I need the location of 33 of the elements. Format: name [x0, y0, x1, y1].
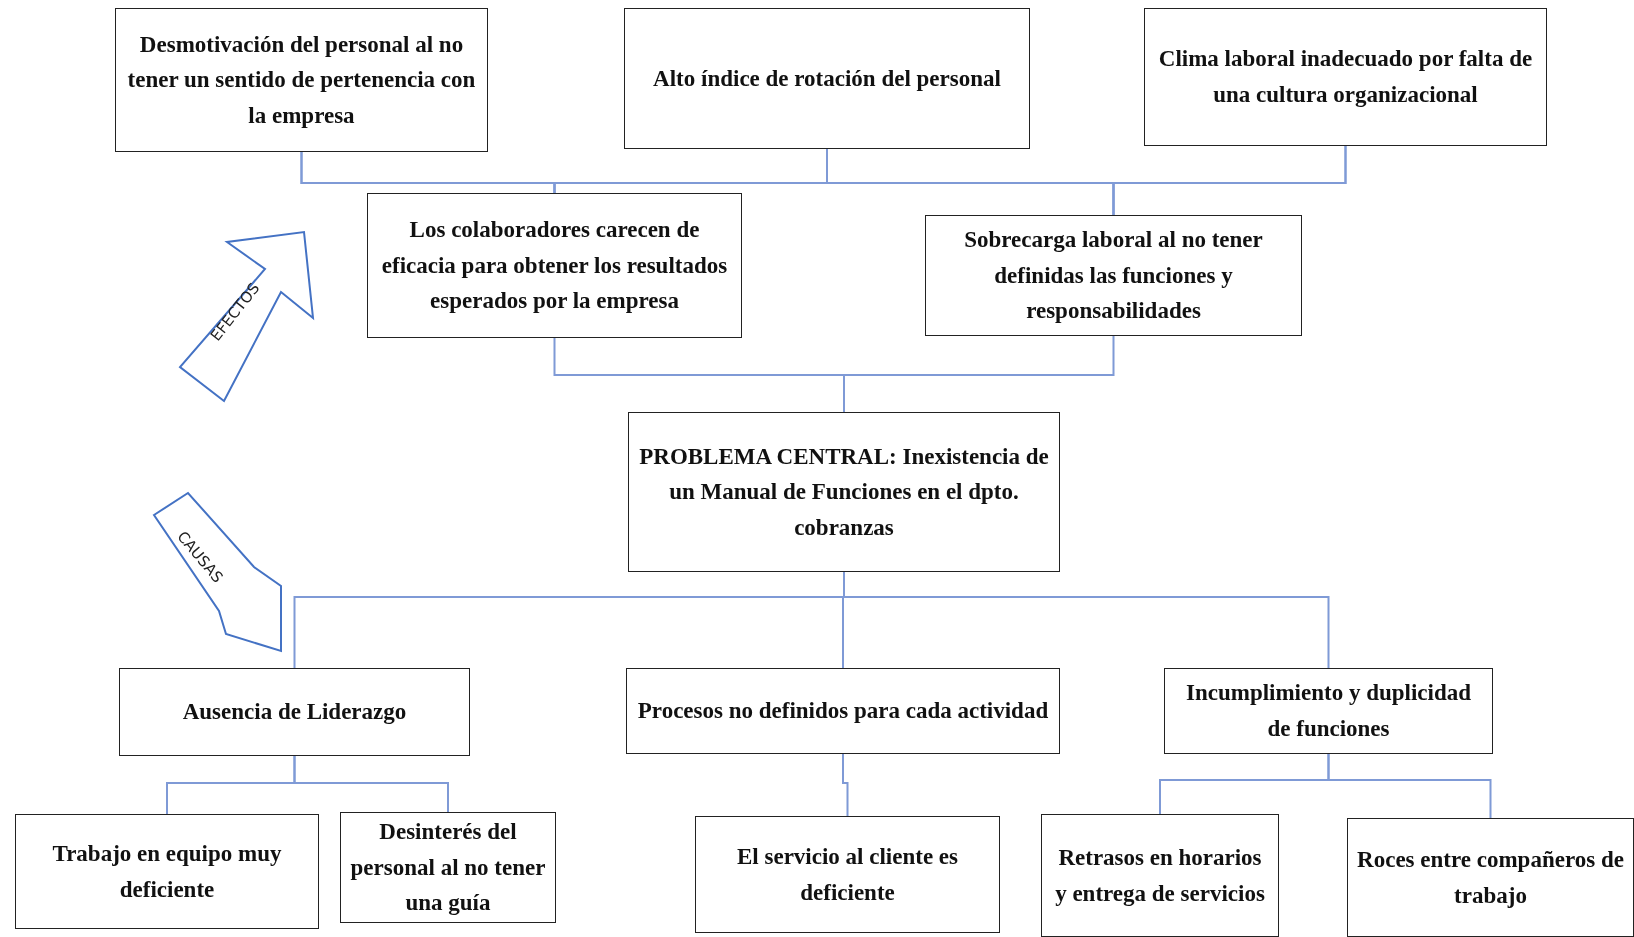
box-text: Roces entre compañeros de trabajo [1356, 845, 1625, 910]
box-text: El servicio al cliente es deficiente [736, 842, 959, 907]
connector-line [1112, 145, 1347, 216]
box-text: Clima laboral inadecuado por falta de una cultura organizacional [1157, 45, 1534, 109]
box-text: PROBLEMA CENTRAL: Inexistencia de un Manual de Funciones en el dpto. cobranzas [638, 442, 1050, 542]
text-box [367, 193, 742, 338]
box-text: Incumplimiento y duplicidad de funciones [1185, 679, 1472, 743]
box-text: Ausencia de Liderazgo [182, 698, 407, 727]
text-box [15, 814, 319, 929]
text-box [115, 8, 488, 152]
connector-line [843, 335, 1115, 413]
box-text: Sobrecarga laboral al no tener definidas las funciones y responsabilidades [963, 226, 1264, 326]
box-text: Procesos no definidos para cada actividad [637, 697, 1049, 726]
text-box [1144, 8, 1547, 146]
box-text: Desmotivación del personal al no tener un sentido de pertenencia con la empresa [126, 30, 477, 130]
text-box [695, 816, 1000, 933]
box-text: Los colaboradores carecen de eficacia para obtener los resultados esperados por la empresa [380, 216, 729, 316]
box-text: Trabajo en equipo muy deficiente [51, 839, 283, 904]
text-box [340, 812, 556, 923]
connector-line [1327, 753, 1492, 819]
text-box [628, 412, 1060, 572]
text-box [1164, 668, 1493, 754]
text-box [624, 8, 1030, 149]
connector-line [842, 753, 849, 817]
text-box [925, 215, 1302, 336]
box-text: Retrasos en horarios y entrega de servicios [1054, 843, 1266, 908]
text-box [119, 668, 470, 756]
text-box [1347, 818, 1634, 937]
box-text: Desinterés del personal al no tener una guía [349, 818, 547, 918]
text-box [1041, 814, 1279, 937]
connector-line [293, 755, 449, 813]
text-box [626, 668, 1060, 754]
box-text: Alto índice de rotación del personal [653, 64, 1001, 93]
